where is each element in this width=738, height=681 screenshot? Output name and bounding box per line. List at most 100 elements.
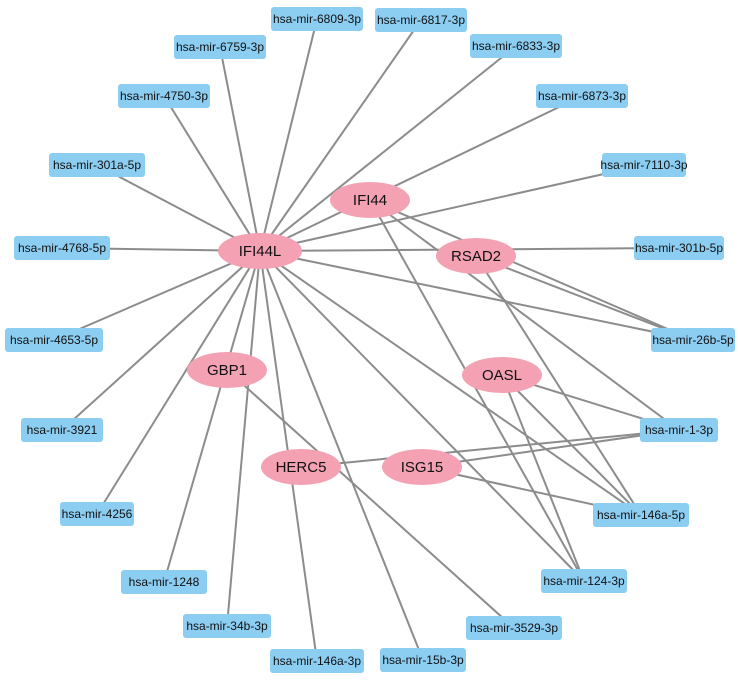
edge-ifi44l-3921 <box>61 250 261 431</box>
mirna-box <box>118 84 210 108</box>
edge-ifi44-26b-5p <box>369 199 694 341</box>
gene-ellipse <box>218 233 302 269</box>
mirna-label: hsa-mir-3921 <box>27 423 98 437</box>
mirna-node-301b-5p[interactable]: hsa-mir-301b-5p <box>634 236 724 260</box>
edge-ifi44l-4750-3p <box>163 95 261 252</box>
gene-label: HERC5 <box>276 459 327 476</box>
gene-node-herc5[interactable]: HERC5 <box>261 449 341 485</box>
mirna-box <box>541 569 627 593</box>
mirna-node-4750-3p[interactable]: hsa-mir-4750-3p <box>118 84 210 108</box>
mirna-label: hsa-mir-146a-5p <box>597 508 685 522</box>
mirna-label: hsa-mir-301a-5p <box>53 158 141 172</box>
edge-ifi44l-6809-3p <box>259 18 318 252</box>
mirna-node-146a-3p[interactable]: hsa-mir-146a-3p <box>270 649 364 673</box>
mirna-box <box>634 236 724 260</box>
edge-herc5-1-3p <box>300 429 680 468</box>
mirna-node-1-3p[interactable]: hsa-mir-1-3p <box>640 418 718 442</box>
mirna-box <box>271 7 363 31</box>
mirna-box <box>121 570 207 594</box>
gene-ellipse <box>187 352 267 388</box>
mirna-node-6817-3p[interactable]: hsa-mir-6817-3p <box>375 8 467 32</box>
mirna-node-301a-5p[interactable]: hsa-mir-301a-5p <box>49 153 145 177</box>
edge-ifi44l-301a-5p <box>96 164 261 252</box>
mirna-label: hsa-mir-6759-3p <box>176 40 264 54</box>
edge-gbp1-3529-3p <box>226 369 515 629</box>
mirna-box <box>183 614 271 638</box>
edge-oasl-124-3p <box>501 374 585 582</box>
edge-rsad2-26b-5p <box>475 255 694 341</box>
gene-label: GBP1 <box>207 362 247 379</box>
edge-ifi44l-6873-3p <box>259 95 583 252</box>
mirna-label: hsa-mir-1248 <box>129 575 200 589</box>
gene-ellipse <box>462 357 542 393</box>
mirna-box <box>5 328 103 352</box>
mirna-box <box>60 502 134 526</box>
mirna-node-6809-3p[interactable]: hsa-mir-6809-3p <box>271 7 363 31</box>
edge-ifi44l-4653-5p <box>53 250 261 341</box>
mirna-label: hsa-mir-146a-3p <box>273 654 361 668</box>
gene-node-rsad2[interactable]: RSAD2 <box>436 238 516 274</box>
gene-node-gbp1[interactable]: GBP1 <box>187 352 267 388</box>
mirna-node-1248[interactable]: hsa-mir-1248 <box>121 570 207 594</box>
mirna-label: hsa-mir-6833-3p <box>472 39 560 53</box>
edge-isg15-1-3p <box>421 429 680 468</box>
mirna-label: hsa-mir-6809-3p <box>273 12 361 26</box>
mirna-box <box>466 616 562 640</box>
mirna-label: hsa-mir-4750-3p <box>120 89 208 103</box>
gene-ellipse <box>382 449 462 485</box>
edge-ifi44l-4256 <box>96 250 261 515</box>
gene-label: OASL <box>482 367 522 384</box>
mirna-label: hsa-mir-34b-3p <box>186 619 268 633</box>
mirna-box <box>380 648 466 672</box>
mirna-node-15b-3p[interactable]: hsa-mir-15b-3p <box>380 648 466 672</box>
mirna-node-4653-5p[interactable]: hsa-mir-4653-5p <box>5 328 103 352</box>
mirna-box <box>602 153 686 177</box>
mirna-node-6873-3p[interactable]: hsa-mir-6873-3p <box>536 84 628 108</box>
mirna-node-6833-3p[interactable]: hsa-mir-6833-3p <box>470 34 562 58</box>
mirna-node-7110-3p[interactable]: hsa-mir-7110-3p <box>600 153 688 177</box>
edge-ifi44l-6833-3p <box>259 45 517 252</box>
mirna-node-124-3p[interactable]: hsa-mir-124-3p <box>541 569 627 593</box>
gene-node-ifi44l[interactable]: IFI44L <box>218 233 302 269</box>
edge-ifi44l-7110-3p <box>259 164 645 252</box>
mirna-box <box>593 503 689 527</box>
gene-ellipse <box>261 449 341 485</box>
mirna-label: hsa-mir-124-3p <box>543 574 625 588</box>
mirna-box <box>536 84 628 108</box>
mirna-node-3529-3p[interactable]: hsa-mir-3529-3p <box>466 616 562 640</box>
gene-label: IFI44 <box>353 192 387 209</box>
gene-label: ISG15 <box>401 459 444 476</box>
mirna-box <box>21 418 103 442</box>
mirna-label: hsa-mir-7110-3p <box>600 158 687 172</box>
edge-ifi44l-146a-5p <box>259 250 642 516</box>
mirna-label: hsa-mir-26b-5p <box>652 333 734 347</box>
mirna-box <box>270 649 364 673</box>
mirna-node-3921[interactable]: hsa-mir-3921 <box>21 418 103 442</box>
gene-node-ifi44[interactable]: IFI44 <box>330 182 410 218</box>
edge-ifi44l-1248 <box>163 250 261 583</box>
mirna-box <box>14 236 110 260</box>
gene-ellipse <box>436 238 516 274</box>
edge-ifi44l-15b-3p <box>259 250 424 661</box>
mirna-node-6759-3p[interactable]: hsa-mir-6759-3p <box>174 35 266 59</box>
mirna-node-4768-5p[interactable]: hsa-mir-4768-5p <box>14 236 110 260</box>
mirna-label: hsa-mir-301b-5p <box>635 241 723 255</box>
mirna-box <box>651 328 735 352</box>
mirna-label: hsa-mir-4653-5p <box>10 333 98 347</box>
edge-ifi44l-26b-5p <box>259 250 694 341</box>
edge-ifi44-124-3p <box>369 199 585 582</box>
mirna-node-146a-5p[interactable]: hsa-mir-146a-5p <box>593 503 689 527</box>
mirna-label: hsa-mir-15b-3p <box>382 653 464 667</box>
mirna-node-4256[interactable]: hsa-mir-4256 <box>60 502 134 526</box>
mirna-label: hsa-mir-4768-5p <box>18 241 106 255</box>
mirna-node-26b-5p[interactable]: hsa-mir-26b-5p <box>651 328 735 352</box>
edge-rsad2-146a-5p <box>475 255 642 516</box>
mirna-label: hsa-mir-4256 <box>62 507 133 521</box>
edge-ifi44l-6759-3p <box>219 46 261 252</box>
gene-node-isg15[interactable]: ISG15 <box>382 449 462 485</box>
mirna-node-34b-3p[interactable]: hsa-mir-34b-3p <box>183 614 271 638</box>
gene-label: RSAD2 <box>451 248 501 265</box>
gene-label: IFI44L <box>239 243 282 260</box>
gene-node-oasl[interactable]: OASL <box>462 357 542 393</box>
gene-ellipse <box>330 182 410 218</box>
